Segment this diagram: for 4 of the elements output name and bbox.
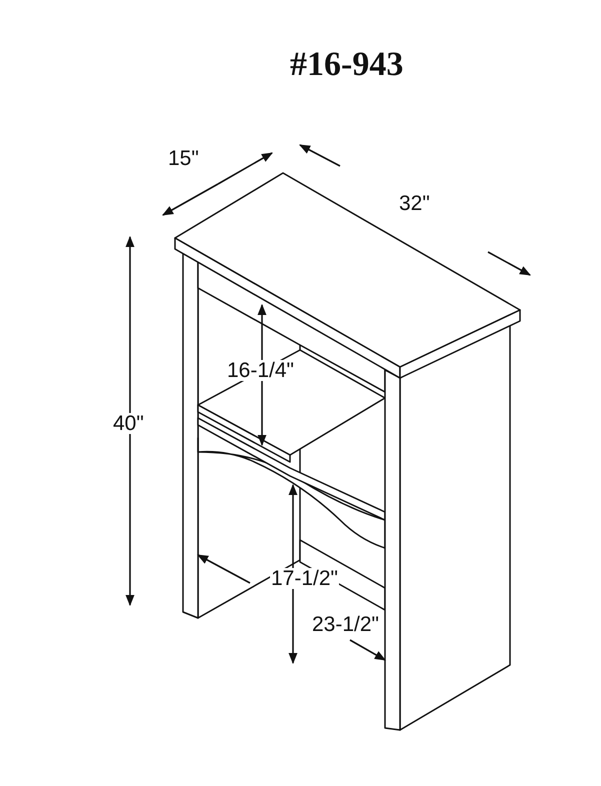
dimension-label: 17-1/2" — [270, 568, 339, 589]
title: #16-943 — [290, 48, 404, 82]
dimension-label: 40" — [112, 413, 145, 434]
dimension-label: 16-1/4" — [226, 360, 295, 381]
